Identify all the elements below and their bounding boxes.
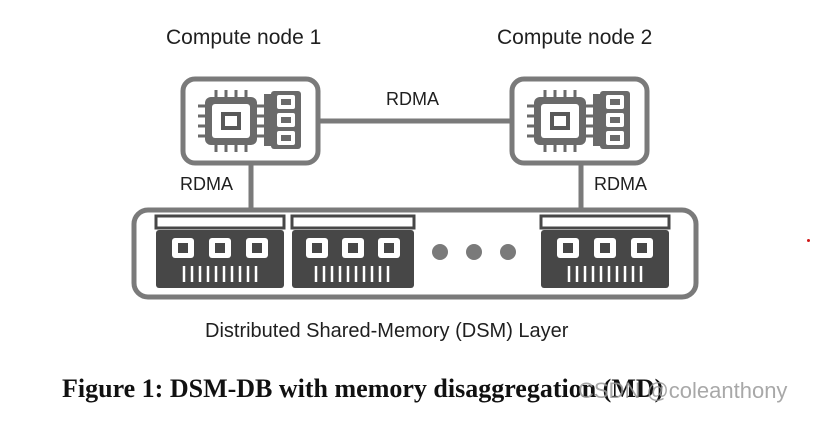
figure-caption: Figure 1: DSM-DB with memory disaggregat… (62, 374, 664, 403)
memory-module-icon (264, 91, 301, 149)
rdma-label-node2-dsm: RDMA (594, 174, 647, 194)
dimm-icon (154, 214, 286, 288)
ellipsis-dots-icon (432, 244, 516, 260)
compute-node-2-title: Compute node 2 (497, 26, 653, 49)
cpu-icon (198, 90, 264, 152)
dimm-icon (539, 214, 671, 288)
memory-module-icon (593, 91, 630, 149)
compute-node-1-title: Compute node 1 (166, 26, 322, 49)
red-dot-mark (807, 239, 810, 242)
rdma-label-node1-dsm: RDMA (180, 174, 233, 194)
cpu-icon (527, 90, 593, 152)
dimm-icon (290, 214, 416, 288)
dsm-layer-label: Distributed Shared-Memory (DSM) Layer (205, 320, 569, 342)
watermark: CSDN @coleanthony (578, 378, 788, 403)
rdma-label-between-nodes: RDMA (386, 89, 439, 109)
